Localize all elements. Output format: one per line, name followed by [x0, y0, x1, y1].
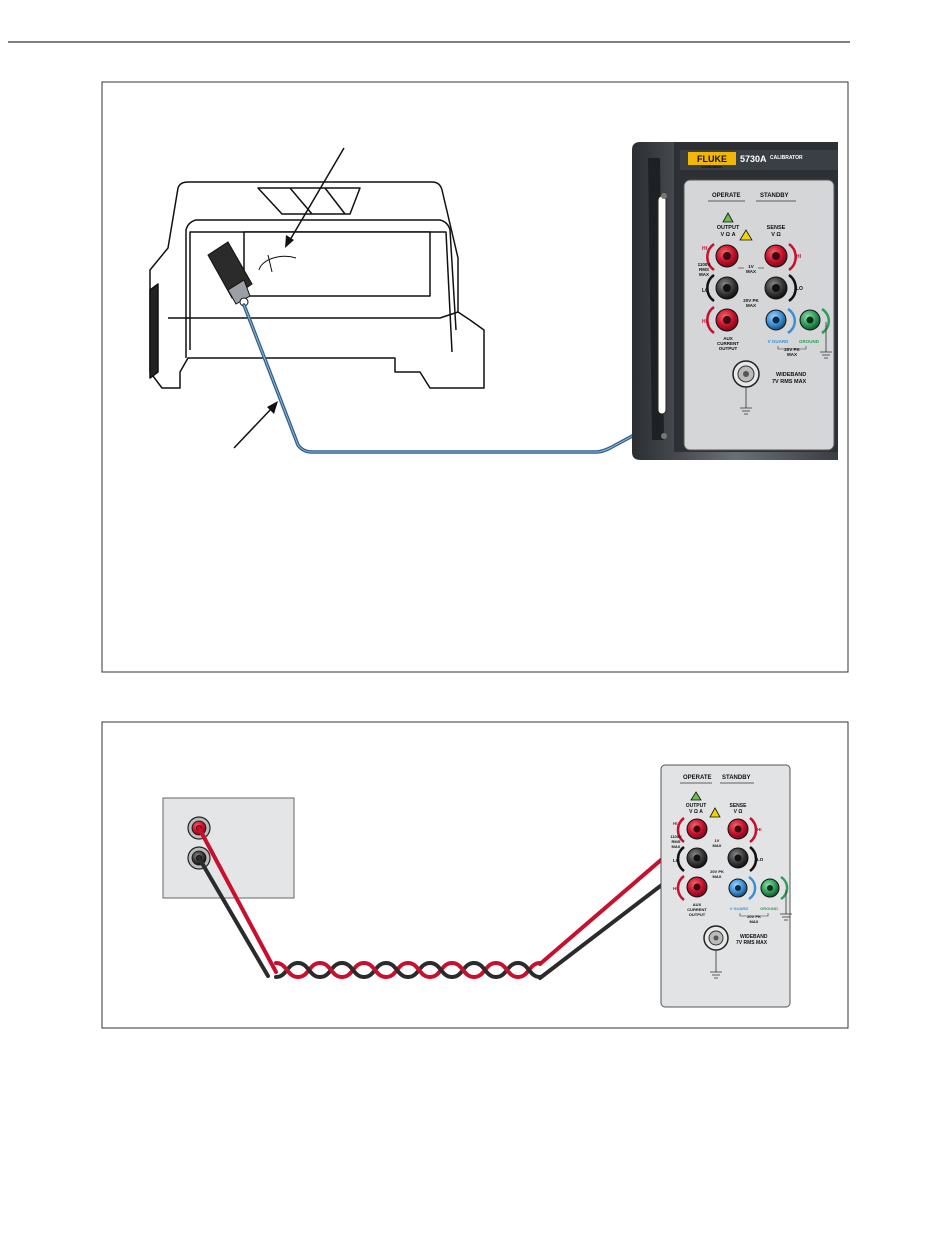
standby-label: STANDBY	[760, 193, 789, 199]
rms-label: 1100V	[670, 834, 682, 839]
model-label: 5730A	[740, 154, 767, 164]
guard-pk-label: MAX	[787, 352, 797, 357]
probe-connector-icon	[207, 241, 253, 307]
twist-segment	[296, 961, 322, 979]
rms-label: MAX	[672, 844, 681, 849]
output-sub-label: V Ω A	[720, 232, 735, 238]
pk-label: MAX	[746, 303, 756, 308]
instrument-under-test	[149, 181, 485, 389]
ground-label: GROUND	[799, 339, 820, 344]
output-label: OUTPUT	[686, 803, 707, 809]
twist-segment	[516, 961, 542, 979]
hi-label: HI	[702, 319, 708, 325]
wideband-label: WIDEBAND	[776, 372, 806, 378]
twist-segment	[384, 961, 410, 979]
aux-label: OUTPUT	[689, 912, 706, 917]
onev-label: MAX	[713, 843, 722, 848]
guard-pk-label: MAX	[750, 919, 759, 924]
standby-label: STANDBY	[722, 775, 751, 781]
hi-label: HI	[796, 254, 802, 260]
sense-sub-label: V Ω	[734, 809, 743, 815]
operate-label: OPERATE	[683, 775, 712, 781]
model-suffix: CALIBRATOR	[770, 155, 803, 161]
vguard-label: V GUARD	[730, 906, 749, 911]
hi-label: HI	[757, 827, 762, 832]
pk-label: 20V PK	[743, 298, 759, 303]
twist-segment	[472, 961, 498, 979]
rms-label: 1100V	[698, 262, 711, 267]
ground-label: GROUND	[760, 906, 778, 911]
onev-label: 1V	[748, 264, 754, 269]
aux-label: AUX	[693, 902, 702, 907]
twist-segment	[494, 961, 520, 979]
wideband-label: 7V RMS MAX	[736, 940, 768, 946]
rms-label: MAX	[699, 272, 709, 277]
sense-label: SENSE	[767, 225, 786, 231]
hi-label: HI	[673, 821, 678, 826]
twist-segment	[274, 961, 300, 979]
onev-label: MAX	[746, 269, 756, 274]
lo-label: LO	[796, 286, 803, 292]
fluke-logo: FLUKE	[697, 154, 727, 164]
lo-label: LO	[673, 858, 680, 863]
aux-label: CURRENT	[717, 341, 739, 346]
hi-label: HI	[673, 886, 678, 891]
twist-segment	[318, 961, 344, 979]
twist-segment	[362, 961, 388, 979]
vguard-label: V GUARD	[768, 339, 790, 344]
warning-icon	[722, 212, 734, 223]
wideband-label: WIDEBAND	[740, 934, 768, 940]
warning-icon	[709, 807, 721, 818]
sense-label: SENSE	[730, 803, 748, 809]
twist-segment	[450, 961, 476, 979]
red-lead-segment	[197, 826, 278, 974]
sense-sub-label: V Ω	[771, 232, 781, 238]
rms-label: RMS	[699, 267, 709, 272]
calibrator-top: FLUKE 5730A CALIBRATOR Calibration OPERA…	[632, 142, 838, 460]
aux-label: OUTPUT	[719, 346, 738, 351]
guard-pk-label: 20V PK	[747, 914, 761, 919]
pk-label: MAX	[713, 874, 722, 879]
rms-label: RMS	[672, 839, 681, 844]
pk-label: 20V PK	[710, 869, 724, 874]
lo-label: LO	[702, 288, 709, 294]
twist-segment	[340, 961, 366, 979]
onev-label: 1V	[715, 838, 720, 843]
lo-label: LO	[757, 857, 764, 862]
black-lead-segment	[197, 856, 270, 978]
aux-label: CURRENT	[687, 907, 707, 912]
guard-pk-label: 20V PK	[784, 347, 800, 352]
callout-arrow-cable	[233, 407, 273, 449]
twist-segment	[428, 961, 454, 979]
callout-arrow-display	[289, 147, 345, 241]
output-label: OUTPUT	[717, 225, 740, 231]
aux-label: AUX	[723, 336, 733, 341]
wideband-label: 7V RMS MAX	[772, 379, 807, 385]
twist-segment	[406, 961, 432, 979]
brand-sub: Calibration	[702, 164, 723, 169]
output-sub-label: V Ω A	[689, 809, 703, 815]
hi-label: HI	[702, 246, 708, 252]
warning-icon	[739, 229, 753, 241]
calibrator-bottom: OPERATE STANDBY OUTPUT V Ω A SENSE V Ω H…	[660, 764, 792, 1008]
operate-label: OPERATE	[712, 193, 741, 199]
warning-icon	[690, 791, 702, 801]
